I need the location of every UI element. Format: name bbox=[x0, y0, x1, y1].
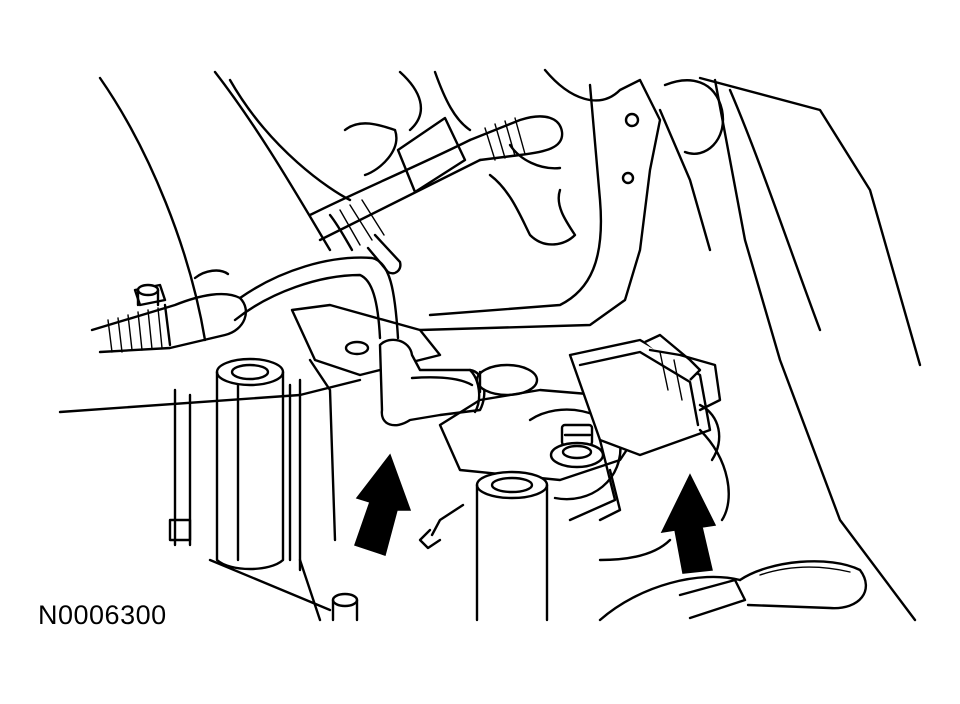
left-body-panel bbox=[58, 70, 362, 622]
up-arrow-icon bbox=[354, 453, 412, 556]
corrugated-hose-left bbox=[90, 256, 400, 354]
right-side-panel bbox=[698, 76, 922, 622]
left-cylinder bbox=[215, 357, 302, 572]
up-arrow-icon bbox=[660, 473, 717, 574]
upper-hose-assembly bbox=[308, 115, 564, 275]
lower-right-harness bbox=[598, 538, 867, 622]
callout-arrow-right bbox=[660, 473, 717, 574]
electrical-connector-plug bbox=[568, 333, 730, 522]
callout-arrow-left bbox=[354, 453, 412, 556]
upper-rag-shape bbox=[343, 70, 577, 246]
angled-boot-connector bbox=[378, 338, 539, 427]
small-fasteners bbox=[136, 283, 359, 622]
right-mounting-bracket bbox=[418, 68, 725, 332]
figure-id-label: N0006300 bbox=[38, 600, 167, 630]
center-tube bbox=[418, 470, 549, 622]
sensor-bracket-plate bbox=[290, 303, 442, 542]
